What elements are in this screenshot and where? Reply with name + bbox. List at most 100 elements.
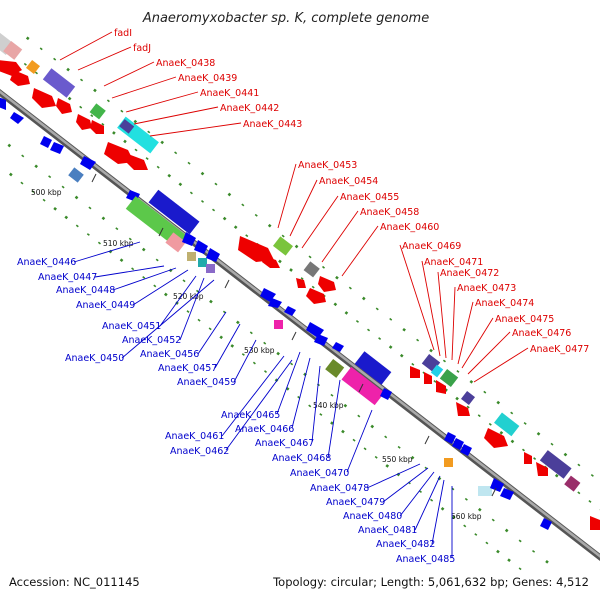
gene-block [50,142,64,154]
gene-label[interactable]: AnaeK_0481 [358,525,417,536]
gc-mark [9,172,13,177]
gc-mark [440,506,445,511]
gc-mark [290,362,294,366]
gene-label[interactable]: AnaeK_0470 [290,468,349,479]
gene-block [314,334,328,346]
gene-label[interactable]: AnaeK_0454 [319,176,378,187]
gene-block [206,264,215,273]
gene-label[interactable]: AnaeK_0462 [170,446,229,457]
gene-label[interactable]: AnaeK_0476 [512,328,571,339]
gene-label[interactable]: AnaeK_0447 [38,272,97,283]
gene-block [410,366,420,378]
leader-line [467,331,511,375]
gene-label[interactable]: AnaeK_0442 [220,103,279,114]
gene-label[interactable]: AnaeK_0456 [140,349,199,360]
gc-mark [141,247,146,252]
gc-mark [48,175,52,179]
gene-block [194,240,208,254]
gc-mark [189,191,193,195]
gc-mark [147,130,151,134]
gene-label[interactable]: AnaeK_0448 [56,285,115,296]
gc-mark [86,233,90,236]
gene-label[interactable]: AnaeK_0441 [200,88,259,99]
gene-label[interactable]: AnaeK_0467 [255,438,314,449]
gene-label[interactable]: AnaeK_0465 [221,410,280,421]
gene-label[interactable]: AnaeK_0480 [343,511,402,522]
gc-mark [209,299,213,304]
gene-label[interactable]: AnaeK_0438 [156,58,215,69]
gene-label[interactable]: AnaeK_0479 [326,497,385,508]
gene-block [165,232,186,253]
gene-block [3,40,23,60]
gene-block [119,119,135,134]
gene-label[interactable]: AnaeK_0473 [457,283,516,294]
gene-block [539,450,572,479]
leader-line [289,179,318,237]
gene-label[interactable]: AnaeK_0469 [402,241,461,252]
gc-mark [518,539,522,543]
gene-label[interactable]: AnaeK_0460 [380,222,439,233]
gene-label[interactable]: AnaeK_0472 [440,268,499,279]
gc-mark [90,114,94,118]
gene-label[interactable]: AnaeK_0482 [376,539,435,550]
leader-line [437,271,447,359]
gene-label[interactable]: AnaeK_0477 [530,344,589,355]
gc-mark [79,105,83,109]
gc-mark [464,497,468,501]
gene-label[interactable]: AnaeK_0443 [243,119,302,130]
gene-label[interactable]: AnaeK_0451 [102,321,161,332]
gene-label[interactable]: AnaeK_0439 [178,73,237,84]
gc-mark [197,318,201,322]
gc-mark [174,151,178,155]
gene-label[interactable]: AnaeK_0475 [495,314,554,325]
gene-label[interactable]: AnaeK_0455 [340,192,399,203]
gc-mark [294,244,299,249]
gene-label[interactable]: AnaeK_0453 [298,160,357,171]
gene-block [10,70,30,86]
gc-mark [466,405,470,409]
gene-label[interactable]: AnaeK_0485 [396,554,455,565]
gc-mark [532,549,536,553]
gene-label[interactable]: AnaeK_0446 [17,257,76,268]
gene-label[interactable]: AnaeK_0466 [235,424,294,435]
gc-mark [112,131,116,135]
gene-block [284,306,296,316]
gc-mark [66,67,70,72]
gc-mark [363,447,367,451]
gc-mark [385,464,390,468]
gc-mark [23,62,27,66]
leader-line [133,106,219,125]
gene-block [40,136,52,148]
gc-mark [227,192,232,197]
gene-label[interactable]: AnaeK_0474 [475,298,534,309]
gene-label[interactable]: AnaeK_0471 [424,257,483,268]
tick-label-510: 510 kbp [103,239,134,248]
gc-mark [267,223,272,228]
gene-label[interactable]: AnaeK_0459 [177,377,236,388]
gene-label[interactable]: AnaeK_0449 [76,300,135,311]
gene-label[interactable]: AnaeK_0452 [122,335,181,346]
gc-mark [131,267,135,271]
gene-label[interactable]: AnaeK_0457 [158,363,217,374]
gc-mark [455,396,459,401]
gc-mark [335,275,339,280]
tick-label-500: 500 kbp [31,188,62,197]
gene-block [494,412,520,437]
gc-mark [510,439,515,444]
gene-label[interactable]: AnaeK_0458 [360,207,419,218]
gene-label[interactable]: AnaeK_0478 [310,483,369,494]
gene-label[interactable]: AnaeK_0468 [272,453,331,464]
gene-label[interactable]: fadI [114,28,132,39]
gene-block [536,462,548,476]
gc-mark [348,286,352,290]
gene-block [460,390,476,406]
gene-label[interactable]: AnaeK_0450 [65,353,124,364]
gc-mark [367,328,371,332]
gc-mark [308,404,312,408]
gene-block [478,486,492,496]
gc-mark [410,455,415,460]
gene-label[interactable]: AnaeK_0461 [165,431,224,442]
gc-mark [156,165,160,169]
gc-mark [119,258,124,263]
gene-label[interactable]: fadJ [133,43,151,54]
